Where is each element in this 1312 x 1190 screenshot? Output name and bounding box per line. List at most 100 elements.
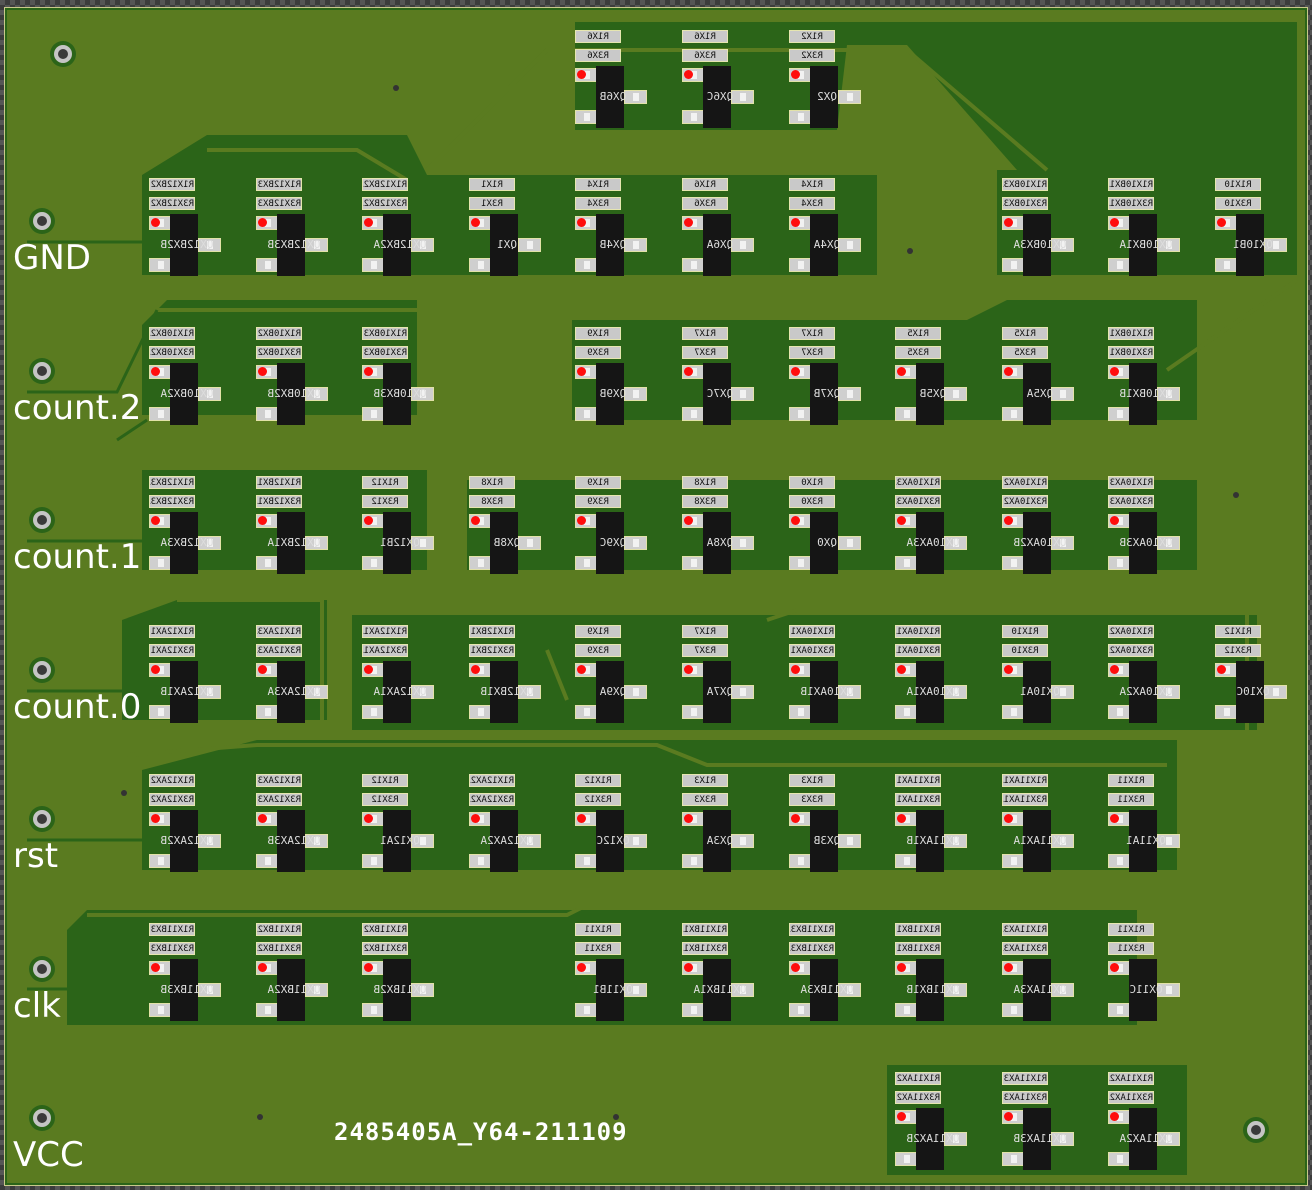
pin1-marker-icon	[470, 814, 480, 823]
pin1-marker-icon	[151, 367, 160, 376]
resistor: R3X4	[788, 197, 835, 210]
transistor-label: QX11AX1A	[1013, 834, 1067, 847]
pad	[624, 90, 648, 104]
resistor: R1X11AX3A	[1001, 923, 1048, 936]
pad	[304, 387, 328, 401]
resistor: R1X7	[788, 327, 835, 340]
resistor: R3X0	[788, 495, 835, 508]
pin1-marker-icon	[790, 665, 800, 674]
pad	[788, 258, 812, 272]
pad	[517, 536, 541, 550]
transistor-body	[703, 810, 731, 872]
pin1-marker-icon	[1003, 367, 1013, 376]
pad	[468, 854, 492, 868]
pad	[304, 834, 328, 848]
pin1-marker-icon	[1110, 963, 1120, 972]
pad	[731, 90, 754, 104]
transistor-label: QX12BX2A	[373, 238, 427, 251]
resistor: R3X12AX1B	[149, 644, 195, 657]
pad	[304, 536, 328, 550]
transistor-body	[916, 810, 945, 872]
transistor-body	[276, 512, 305, 574]
resistor: R3X12BX2B	[149, 197, 195, 210]
pad	[1050, 834, 1074, 848]
connector-label: rst	[13, 836, 59, 876]
transistor-label: QX12BX1B	[480, 685, 534, 698]
via	[257, 1114, 263, 1120]
pad	[1108, 407, 1132, 421]
transistor-label: QX9A	[600, 685, 627, 698]
transistor-label: QX12AX1B	[160, 685, 214, 698]
transistor-label: QX11C	[1129, 983, 1163, 996]
resistor: R3X11	[1108, 942, 1155, 955]
resistor: R1X10	[1001, 625, 1048, 638]
pin1-marker-icon	[364, 218, 374, 227]
resistor: R3X10AX3A	[895, 495, 942, 508]
connector-label: clk	[13, 985, 61, 1026]
mounting-hole	[50, 41, 76, 67]
transistor-body	[489, 214, 518, 276]
pad	[575, 705, 599, 719]
pin1-marker-icon	[897, 963, 907, 972]
pad	[198, 536, 221, 550]
pad	[624, 536, 648, 550]
resistor: R1X3	[682, 774, 728, 787]
pad	[362, 1003, 386, 1017]
resistor: R1X6	[682, 178, 728, 191]
pad	[1157, 238, 1181, 252]
resistor: R1X12BX1B	[468, 625, 515, 638]
pad	[198, 983, 221, 997]
pin1-marker-icon	[257, 814, 267, 823]
pad	[198, 387, 221, 401]
transistor-body	[809, 810, 838, 872]
pad	[149, 258, 172, 272]
transistor-label: QX10C	[1236, 685, 1270, 698]
pad	[198, 834, 221, 848]
transistor-body	[1022, 661, 1051, 723]
transistor-label: QX12AX3A	[267, 685, 321, 698]
transistor-body	[809, 363, 838, 425]
transistor-body	[1236, 214, 1264, 276]
transistor-label: QX12BX1A	[267, 536, 321, 549]
pad	[575, 556, 599, 570]
resistor: R1X10BX2B	[255, 327, 302, 340]
resistor: R1X12AX3B	[255, 774, 302, 787]
resistor: R1X12	[1215, 625, 1261, 638]
resistor: R1X9	[575, 625, 622, 638]
transistor-label: QX12BX3A	[160, 536, 214, 549]
pin1-marker-icon	[790, 70, 800, 79]
pad	[362, 258, 386, 272]
pad	[682, 258, 705, 272]
pad	[362, 854, 386, 868]
pad	[1215, 258, 1238, 272]
resistor: R3X12	[1215, 644, 1261, 657]
resistor: R1X10AX1B	[788, 625, 835, 638]
pad	[682, 1003, 705, 1017]
pin1-marker-icon	[257, 218, 267, 227]
transistor-label: QX4B	[600, 238, 627, 251]
pin1-marker-icon	[151, 218, 160, 227]
transistor-label: QX6B	[600, 90, 627, 103]
resistor: R1X11BX3B	[149, 923, 195, 936]
resistor: R1X7	[682, 625, 728, 638]
pin1-marker-icon	[1110, 814, 1120, 823]
pin1-marker-icon	[684, 814, 693, 823]
